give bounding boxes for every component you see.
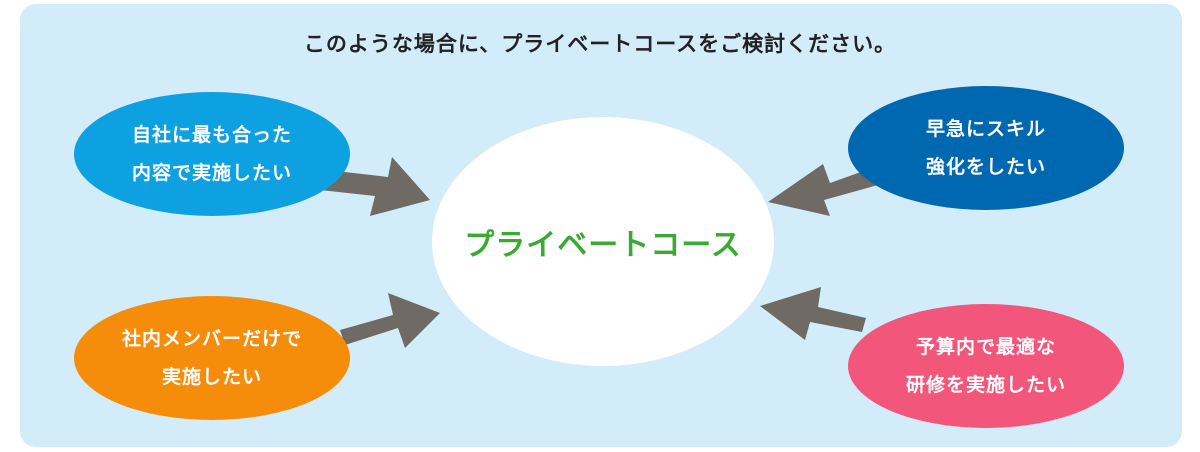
bubble-text-line2: 内容で実施したい [131,162,292,184]
page-heading: このような場合に、プライベートコースをご検討ください。 [303,32,897,56]
bubble-text-line2: 強化をしたい [925,156,1046,178]
bubble-text-line2: 研修を実施したい [905,374,1066,396]
private-course-center: プライベートコース [432,117,774,366]
bubble-bottom-right: 予算内で最適な 研修を実施したい [848,304,1124,428]
bubble-text-line1: 早急にスキル [925,118,1046,140]
bubble-top-left: 自社に最も合った 内容で実施したい [74,92,350,216]
bubble-text-line1: 予算内で最適な [915,336,1056,358]
bubble-text-line2: 実施したい [161,366,262,388]
bubble-text-line1: 自社に最も合った [131,124,292,146]
bubble-text-line1: 社内メンバーだけで [121,328,302,350]
arrow-top-right [768,164,878,216]
arrow-bottom-left [340,293,440,348]
bubble-top-right: 早急にスキル 強化をしたい [848,86,1124,210]
bubble-bottom-left: 社内メンバーだけで 実施したい [74,296,350,420]
center-label: プライベートコース [464,227,742,263]
arrow-bottom-right [760,287,866,340]
arrow-top-left [320,157,430,216]
